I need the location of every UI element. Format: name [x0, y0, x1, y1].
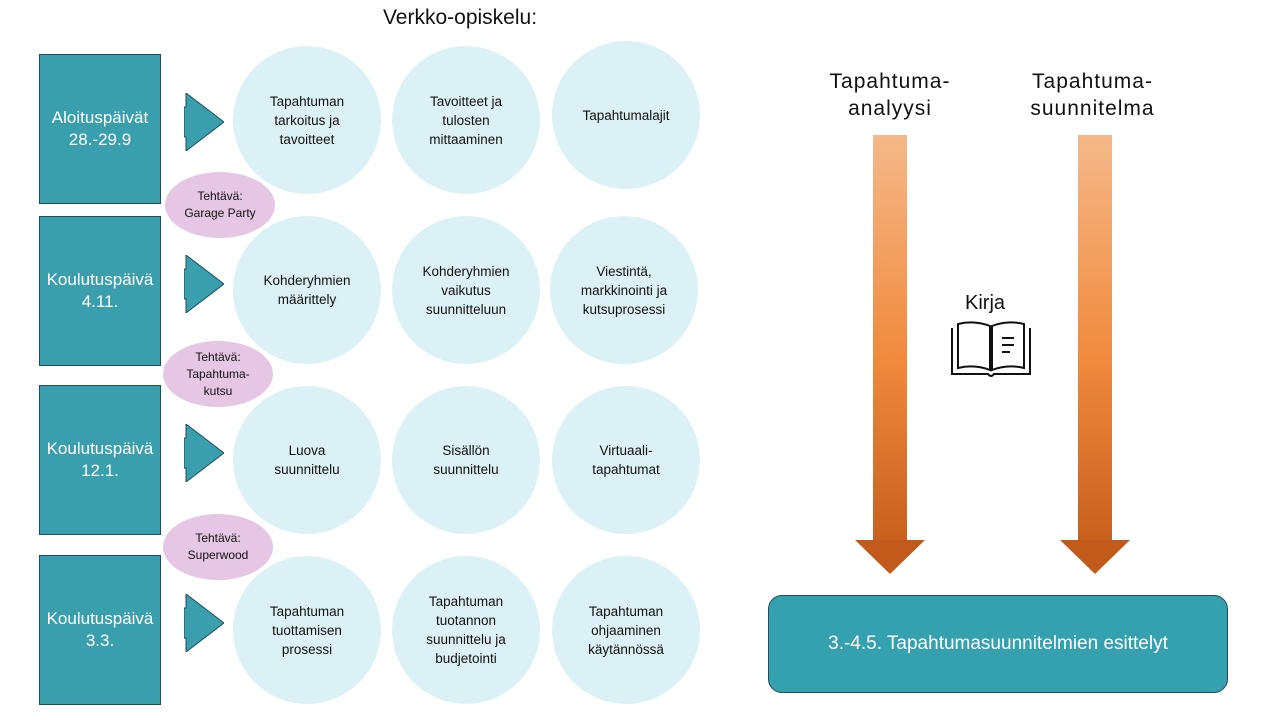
down-arrow-shaft	[873, 135, 907, 540]
day-box-4: Koulutuspäivä 3.3.	[39, 555, 161, 705]
diagram-heading: Verkko-opiskelu:	[382, 6, 538, 29]
right-arrow-icon	[184, 255, 224, 313]
day-box-3: Koulutuspäivä 12.1.	[39, 385, 161, 535]
day-date: 3.3.	[85, 631, 115, 650]
topic-circle: Kohderyhmien vaikutus suunnitteluun	[392, 216, 540, 364]
book-icon	[951, 321, 1031, 377]
task-oval: Tehtävä: Garage Party	[165, 172, 275, 238]
topic-circle: Tavoitteet ja tulosten mittaaminen	[392, 46, 540, 194]
topic-circle: Kohderyhmien määrittely	[233, 216, 381, 364]
topic-circle: Luova suunnittelu	[233, 386, 381, 534]
right-arrow-icon	[184, 594, 224, 652]
column-title-analysis: Tapahtuma- analyysi	[829, 70, 951, 120]
task-oval: Tehtävä: Superwood	[163, 514, 273, 580]
right-arrow-icon	[184, 424, 224, 482]
topic-circle: Virtuaali- tapahtumat	[552, 386, 700, 534]
topic-circle: Tapahtuman tuotannon suunnittelu ja budj…	[392, 556, 540, 704]
day-box-2: Koulutuspäivä 4.11.	[39, 216, 161, 366]
day-label: Koulutuspäivä	[46, 609, 154, 628]
down-arrow-head-icon	[1060, 540, 1130, 574]
day-label: Koulutuspäivä	[46, 270, 154, 289]
topic-circle: Tapahtuman ohjaaminen käytännössä	[552, 556, 700, 704]
task-oval: Tehtävä: Tapahtuma- kutsu	[163, 341, 273, 407]
book-label: Kirja	[965, 292, 1006, 314]
down-arrow-head-icon	[855, 540, 925, 574]
presentation-result-box: 3.-4.5. Tapahtumasuunnitelmien esittelyt	[768, 595, 1228, 693]
right-arrow-icon	[184, 93, 224, 151]
topic-circle: Tapahtumalajit	[552, 41, 700, 189]
day-date: 4.11.	[81, 292, 119, 311]
day-date: 28.-29.9	[68, 130, 132, 149]
column-title-plan: Tapahtuma- suunnitelma	[1030, 70, 1155, 120]
down-arrow-shaft	[1078, 135, 1112, 540]
topic-circle: Tapahtuman tarkoitus ja tavoitteet	[233, 46, 381, 194]
day-label: Koulutuspäivä	[46, 439, 154, 458]
day-label: Aloituspäivät	[51, 108, 149, 127]
day-box-1: Aloituspäivät 28.-29.9	[39, 54, 161, 204]
topic-circle: Sisällön suunnittelu	[392, 386, 540, 534]
day-date: 12.1.	[81, 461, 119, 480]
topic-circle: Tapahtuman tuottamisen prosessi	[233, 556, 381, 704]
topic-circle: Viestintä, markkinointi ja kutsuprosessi	[550, 216, 698, 364]
